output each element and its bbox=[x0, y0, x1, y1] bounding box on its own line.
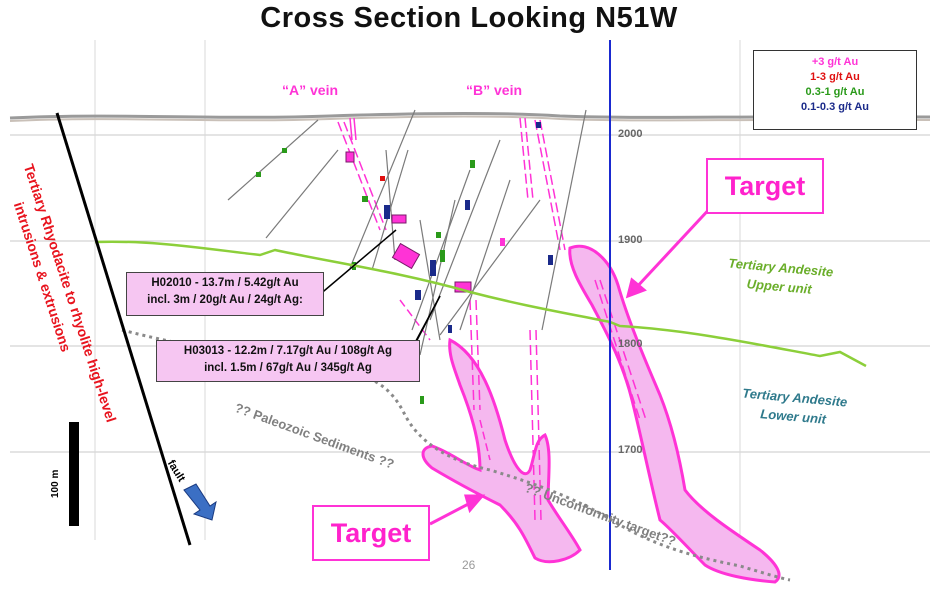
callout-h03013-line2: incl. 1.5m / 67g/t Au / 345g/t Ag bbox=[204, 362, 372, 374]
target-zone-upper bbox=[568, 244, 781, 584]
drill-holes bbox=[227, 109, 587, 356]
assay-markers bbox=[256, 122, 553, 404]
fault-line bbox=[55, 112, 192, 546]
callout-h03013: H03013 - 12.2m / 7.17g/t Au / 108g/t Ag … bbox=[156, 340, 420, 382]
legend-item-1to3: 1-3 g/t Au bbox=[810, 71, 860, 83]
scale-label: 100 m bbox=[50, 469, 61, 498]
target-label-lower: Target bbox=[312, 505, 430, 561]
slide-title: Cross Section Looking N51W bbox=[260, 2, 678, 34]
vein-a-label: “A” vein bbox=[282, 82, 339, 98]
legend-item-03to1: 0.3-1 g/t Au bbox=[805, 86, 865, 98]
vein-b-label: “B” vein bbox=[466, 82, 523, 98]
elevation-label-1700: 1700 bbox=[618, 444, 643, 456]
callout-h03013-line1: H03013 - 12.2m / 7.17g/t Au / 108g/t Ag bbox=[183, 345, 393, 357]
fault-arrow-icon bbox=[183, 483, 217, 521]
scale-bar bbox=[69, 422, 79, 526]
target-arrows bbox=[429, 202, 716, 526]
elevation-label-1800: 1800 bbox=[618, 338, 643, 350]
elevation-label-1900: 1900 bbox=[618, 234, 643, 246]
target-zone-lower bbox=[421, 337, 582, 564]
legend-item-01to03: 0.1-0.3 g/t Au bbox=[800, 101, 870, 113]
vein-traces bbox=[337, 117, 647, 521]
callout-h02010-line2: incl. 3m / 20g/t Au / 24g/t Ag: bbox=[147, 294, 303, 306]
elevation-label-2000: 2000 bbox=[618, 128, 643, 140]
andesite-contact-line bbox=[94, 240, 867, 368]
page-number: 26 bbox=[462, 558, 476, 572]
legend-item-plus3: +3 g/t Au bbox=[811, 56, 859, 68]
target-label-upper: Target bbox=[706, 158, 824, 214]
callout-h02010: H02010 - 13.7m / 5.42g/t Au incl. 3m / 2… bbox=[126, 272, 324, 316]
grade-legend: +3 g/t Au 1-3 g/t Au 0.3-1 g/t Au 0.1-0.… bbox=[753, 50, 917, 130]
topographic-surface bbox=[9, 111, 931, 120]
callout-h02010-line1: H02010 - 13.7m / 5.42g/t Au bbox=[151, 277, 299, 289]
